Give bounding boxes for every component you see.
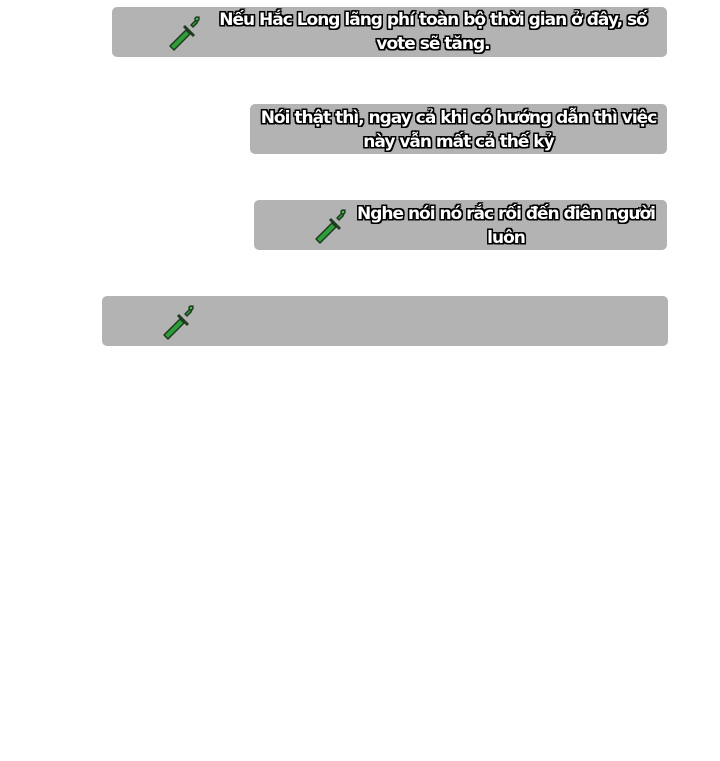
- chat-bubble-1: [112, 7, 667, 57]
- sword-icon: [164, 12, 204, 52]
- chat-bubble-2: [250, 104, 667, 154]
- chat-bubble-4: [102, 296, 668, 346]
- sword-icon: [158, 301, 198, 341]
- message-text-2: Nói thật thì, ngay cả khi có hướng dẫn t…: [260, 108, 658, 152]
- sword-icon: [310, 205, 350, 245]
- message-text-1: Nếu Hắc Long lãng phí toàn bộ thời gian …: [219, 10, 648, 54]
- chat-bubble-3: [254, 200, 667, 250]
- message-text-3: Nghe nói nó rắc rối đến điên người luôn: [357, 204, 656, 248]
